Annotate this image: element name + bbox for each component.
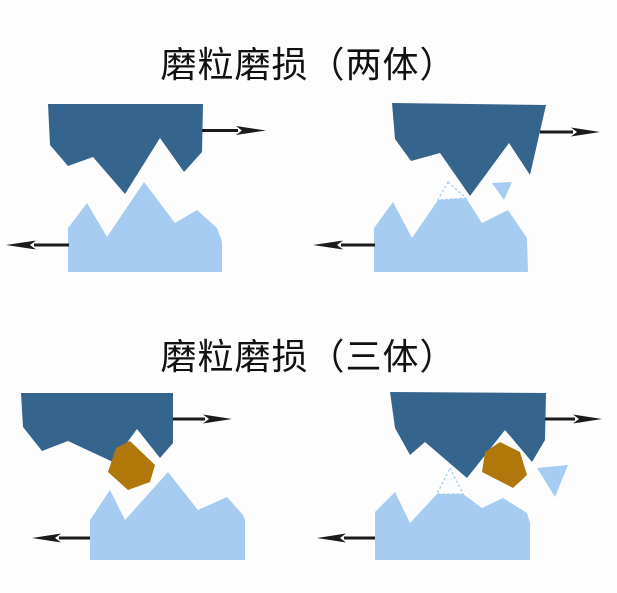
left-arrow-icon <box>6 240 69 250</box>
lower-surface-shape <box>90 472 245 560</box>
two-body-after-panel <box>313 103 600 272</box>
lower-surface-shape <box>375 492 530 560</box>
lower-surface-shape <box>374 198 528 272</box>
two-body-before-panel <box>6 104 266 272</box>
worn-peak-outline <box>435 466 465 495</box>
upper-surface-shape <box>21 393 173 462</box>
wear-debris-particle <box>492 182 512 200</box>
three-body-after-panel <box>317 392 602 560</box>
right-arrow-icon <box>540 127 600 137</box>
abrasive-particle <box>108 441 155 490</box>
left-arrow-icon <box>313 240 375 250</box>
three-body-before-panel <box>21 393 245 560</box>
wear-debris-particle <box>537 465 568 497</box>
upper-surface-shape <box>390 392 546 478</box>
left-arrow-icon <box>32 533 90 543</box>
left-arrow-icon <box>317 533 375 543</box>
upper-surface-shape <box>48 104 203 194</box>
upper-surface-shape <box>392 103 546 196</box>
section-title-two-body: 磨粒磨损（两体） <box>160 44 457 85</box>
right-arrow-icon <box>173 414 232 424</box>
right-arrow-icon <box>545 414 602 424</box>
section-title-three-body: 磨粒磨损（三体） <box>160 336 457 377</box>
right-arrow-icon <box>202 126 266 135</box>
abrasive-particle <box>482 442 527 488</box>
lower-surface-shape <box>68 182 222 272</box>
worn-peak-outline <box>436 180 468 201</box>
